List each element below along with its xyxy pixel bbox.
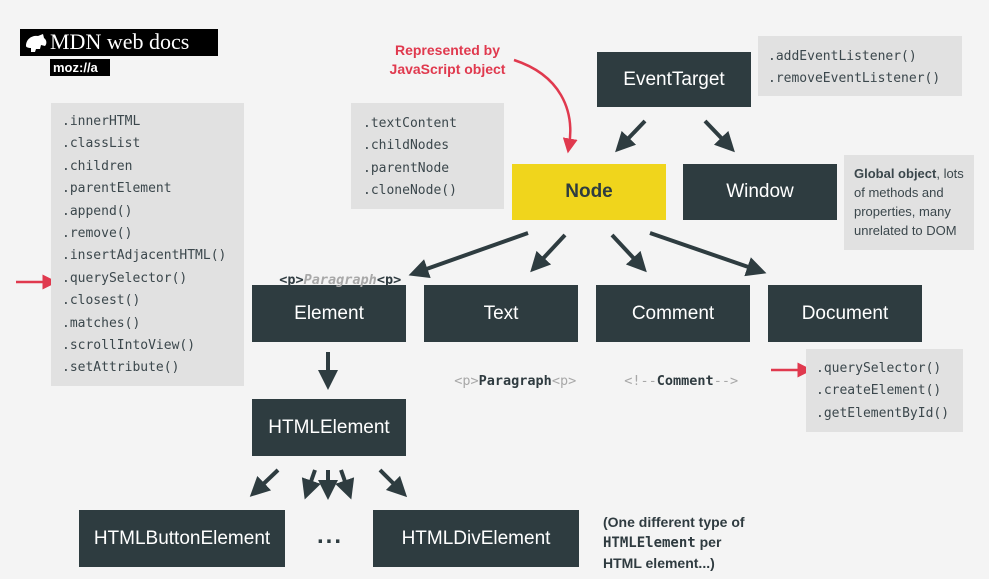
node-htmlbuttonelement: HTMLButtonElement — [79, 510, 285, 567]
node-comment: Comment — [596, 285, 750, 342]
node-text: Text — [424, 285, 578, 342]
node-element: Element — [252, 285, 406, 342]
method-item: .parentElement — [62, 181, 172, 197]
method-item: .insertAdjacentHTML() — [62, 248, 227, 264]
arrow-eventtarget-node — [615, 119, 647, 153]
text-html-sample: <p>Paragraph<p> — [454, 373, 577, 389]
node-htmlelement: HTMLElement — [252, 399, 406, 456]
ellipsis: ... — [316, 522, 343, 549]
method-item: .closest() — [62, 293, 141, 309]
method-item: .remove() — [62, 226, 133, 242]
footnote: (One different type of HTMLElement per H… — [603, 514, 745, 571]
mozilla-logo: moz://a — [50, 59, 110, 76]
method-item: .scrollIntoView() — [62, 338, 196, 354]
annotation-text: Represented by JavaScript object — [389, 42, 506, 77]
document-methods-box: .querySelector() .createElement() .getEl… — [806, 349, 963, 432]
element-methods-box: .innerHTML .classList .children .parentE… — [51, 103, 244, 386]
method-item: .children — [62, 158, 133, 174]
method-item: .querySelector() — [816, 361, 942, 376]
arrow-htmlelement-more-3 — [335, 469, 355, 500]
arrow-node-element — [408, 231, 529, 279]
logo-title: MDN web docs — [50, 29, 190, 54]
window-note: Global object, lots of methods and prope… — [844, 155, 974, 250]
method-item: .classList — [62, 136, 141, 152]
method-item: .childNodes — [363, 138, 450, 154]
annotation-arrow — [513, 58, 578, 154]
arrow-htmlelement-button — [249, 468, 280, 497]
method-item: .querySelector() — [62, 270, 188, 286]
arrow-htmlelement-more-1 — [301, 469, 321, 500]
element-html-sample: <p>Paragraph<p> — [279, 272, 402, 288]
method-item: .setAttribute() — [62, 360, 180, 376]
method-item: .parentNode — [363, 160, 450, 176]
comment-html-sample: <!--Comment--> — [624, 373, 739, 389]
eventtarget-methods-box: .addEventListener() .removeEventListener… — [758, 36, 962, 96]
node-methods-box: .textContent .childNodes .parentNode .cl… — [351, 103, 504, 209]
dinosaur-icon — [26, 34, 47, 52]
method-item: .addEventListener() — [768, 49, 917, 64]
node-eventtarget: EventTarget — [597, 52, 751, 107]
arrow-htmlelement-div — [378, 468, 408, 498]
arrow-node-text — [530, 233, 567, 273]
node-document: Document — [768, 285, 922, 342]
arrow-eventtarget-window — [703, 119, 735, 153]
method-item: .getElementById() — [816, 405, 950, 421]
method-item: .textContent — [363, 116, 457, 131]
method-item: .createElement() — [816, 383, 942, 399]
method-item: .innerHTML — [62, 114, 141, 129]
method-item: .matches() — [62, 315, 141, 331]
method-item: .cloneNode() — [363, 183, 457, 199]
arrow-node-document — [649, 231, 767, 277]
mdn-logo: MDN web docs — [20, 29, 218, 56]
node-node: Node — [512, 164, 666, 220]
arrow-node-comment — [610, 233, 647, 273]
method-item: .removeEventListener() — [768, 71, 941, 87]
method-item: .append() — [62, 203, 133, 219]
node-window: Window — [683, 164, 837, 220]
node-htmldivelement: HTMLDivElement — [373, 510, 579, 567]
